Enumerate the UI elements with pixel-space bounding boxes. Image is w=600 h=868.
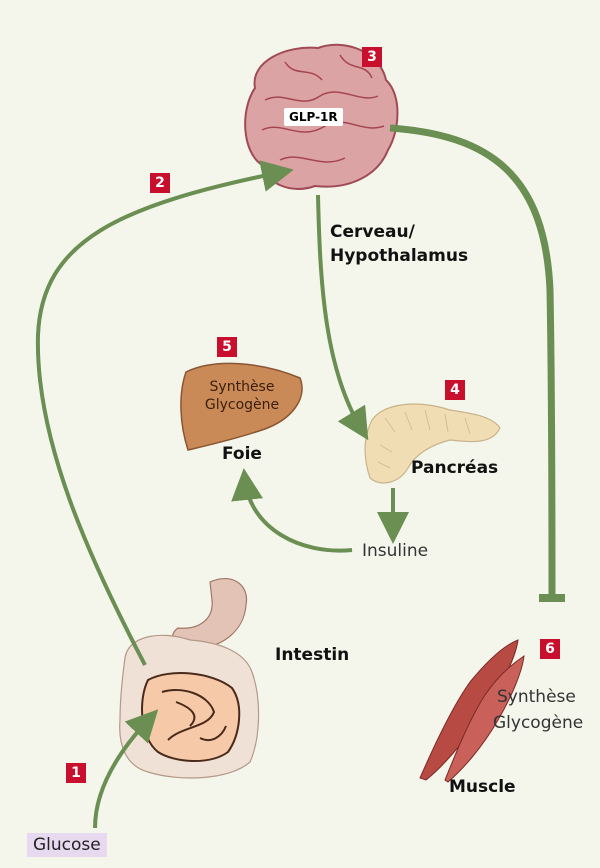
arrow-intestine-to-brain — [35, 160, 294, 666]
step-badge-5: 5 — [217, 337, 237, 357]
muscle-synthesis-line1: Synthèse — [497, 687, 576, 707]
brain-label-line1: Cerveau/ — [330, 222, 415, 242]
step-badge-6: 6 — [540, 639, 560, 659]
step-badge-4: 4 — [445, 380, 465, 400]
inhibition-brain-to-muscle — [389, 124, 556, 597]
pancreas-label: Pancréas — [411, 458, 499, 478]
muscle-illustration — [419, 639, 525, 783]
arrow-brain-to-pancreas — [316, 194, 369, 441]
pancreas-shape — [364, 403, 501, 484]
liver-synthesis-text: Synthèse Glycogène — [192, 378, 292, 414]
liver-synthesis-line2: Glycogène — [204, 397, 280, 413]
insulin-label: Insuline — [362, 541, 429, 561]
intestine-illustration — [119, 577, 260, 779]
liver-label: Foie — [222, 444, 262, 464]
arrow-insulin-to-liver — [231, 468, 353, 553]
muscle-synthesis-line2: Glycogène — [493, 713, 584, 733]
liver-shape — [180, 362, 303, 451]
step-badge-3: 3 — [362, 47, 382, 67]
glucose-label: Glucose — [27, 833, 107, 857]
arrow-glucose-to-intestine — [93, 709, 159, 829]
muscle-label: Muscle — [449, 777, 516, 797]
liver-synthesis-line1: Synthèse — [209, 379, 275, 395]
glp1r-label: GLP-1R — [284, 108, 343, 126]
step-badge-1: 1 — [66, 763, 86, 783]
brain-label-line2: Hypothalamus — [330, 246, 469, 266]
step-badge-2: 2 — [150, 173, 170, 193]
intestine-label: Intestin — [275, 645, 350, 665]
